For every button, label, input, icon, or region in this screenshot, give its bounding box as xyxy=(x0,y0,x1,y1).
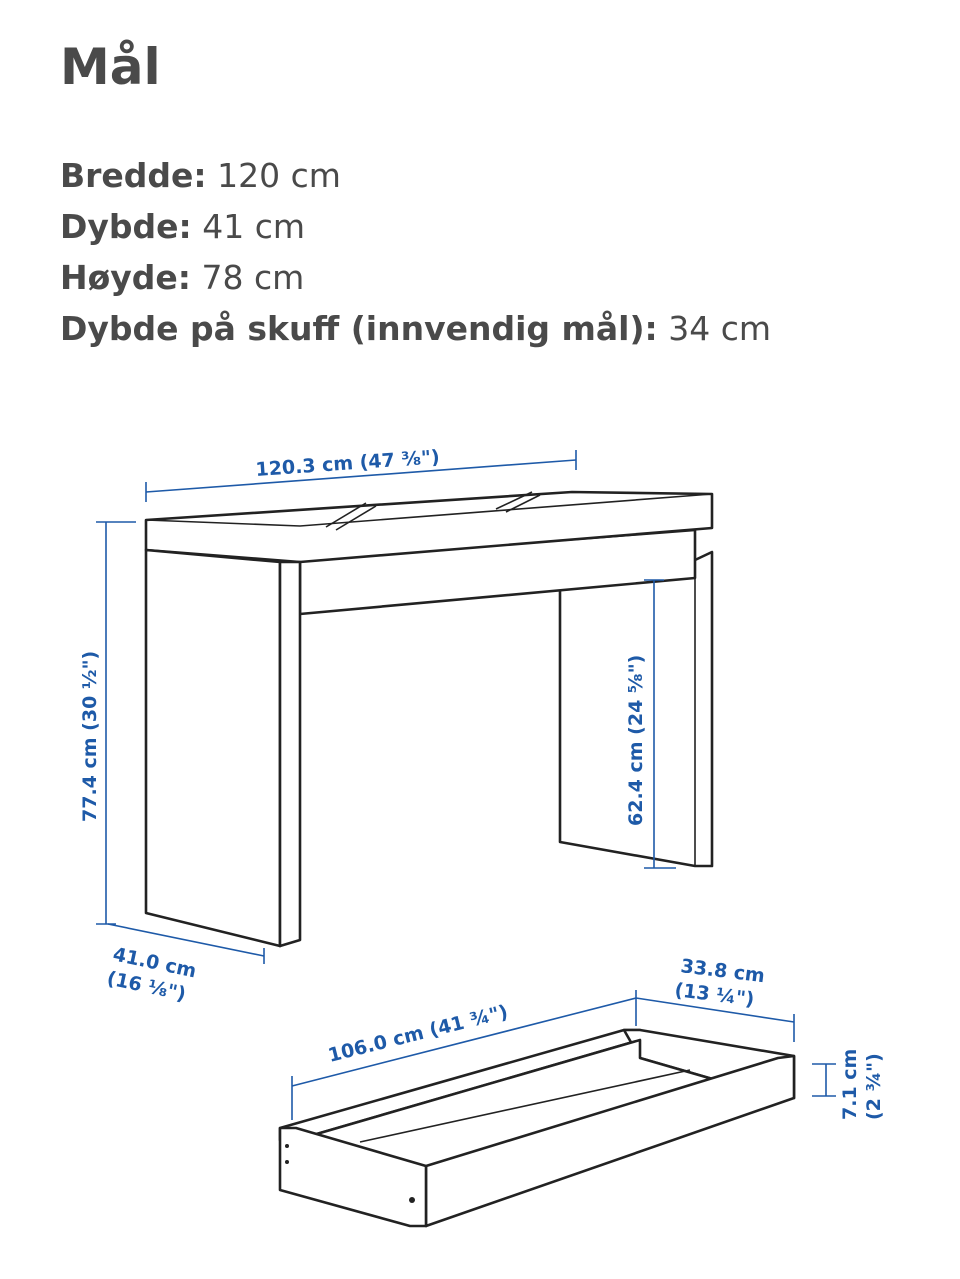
spec-label: Bredde: xyxy=(60,156,207,195)
table-height-label: 77.4 cm (30 ½") xyxy=(79,651,101,822)
table-illustration xyxy=(144,490,714,948)
spec-value: 120 cm xyxy=(217,156,341,195)
drawer-width-label: 106.0 cm (41 ¾") xyxy=(326,1001,510,1067)
spec-drawer-depth: Dybde på skuff (innvendig mål): 34 cm xyxy=(60,303,771,354)
drawer-height-label-cm: 7.1 cm xyxy=(839,1049,861,1120)
spec-label: Dybde: xyxy=(60,207,192,246)
spec-value: 78 cm xyxy=(201,258,305,297)
spec-width: Bredde: 120 cm xyxy=(60,150,771,201)
drawer-illustration xyxy=(278,1028,796,1228)
spec-list: Bredde: 120 cm Dybde: 41 cm Høyde: 78 cm… xyxy=(60,150,771,354)
spec-value: 41 cm xyxy=(202,207,306,246)
drawer-height-label-in: (2 ¾") xyxy=(863,1053,885,1120)
page-title: Mål xyxy=(60,38,161,96)
spec-height: Høyde: 78 cm xyxy=(60,252,771,303)
drawer-left-side xyxy=(278,1126,428,1228)
knee-height-label: 62.4 cm (24 ⁵⁄₈") xyxy=(625,655,647,826)
spec-value: 34 cm xyxy=(668,309,772,348)
left-leg xyxy=(144,548,282,948)
spec-label: Dybde på skuff (innvendig mål): xyxy=(60,309,658,348)
spec-label: Høyde: xyxy=(60,258,192,297)
dimension-drawing: 120.3 cm (47 ³⁄₈") 77.4 cm (30 ½") 62.4 … xyxy=(79,446,885,1228)
left-leg-front xyxy=(278,560,302,948)
table-width-label: 120.3 cm (47 ³⁄₈") xyxy=(255,446,441,481)
spec-depth: Dybde: 41 cm xyxy=(60,201,771,252)
